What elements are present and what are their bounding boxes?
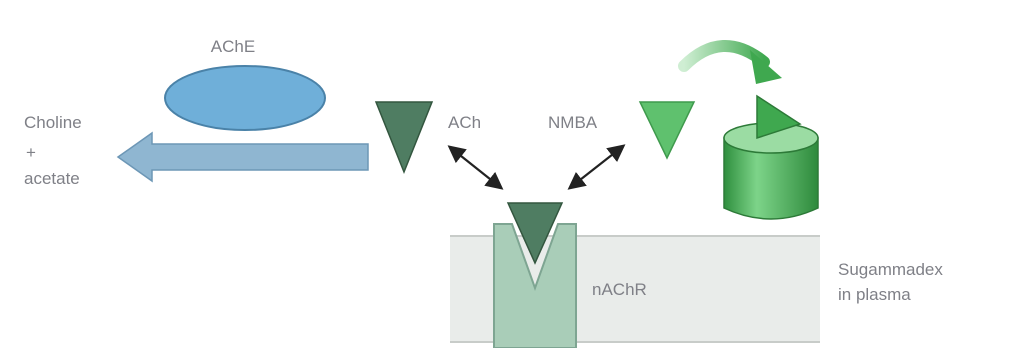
- nachr-receptor: [493, 223, 577, 348]
- nmba-molecule: [638, 101, 696, 160]
- sugammadex-label-line2: in plasma: [838, 285, 911, 304]
- ach-molecule: [374, 101, 434, 175]
- ach-label: ACh: [448, 113, 481, 132]
- ach-binding-arrow: [447, 145, 504, 190]
- acetate-label: acetate: [24, 169, 80, 188]
- bound-ach-molecule: [506, 202, 564, 265]
- nmba-label: NMBA: [548, 113, 598, 132]
- encapsulated-nmba: [756, 94, 802, 140]
- products-label: Choline + acetate: [24, 113, 82, 188]
- ache-label: AChE: [211, 37, 255, 56]
- ache-enzyme: [164, 65, 326, 131]
- nachr-label: nAChR: [592, 280, 647, 299]
- nmba-binding-arrow: [567, 144, 626, 190]
- hydrolysis-arrow: [116, 131, 369, 183]
- choline-label: Choline: [24, 113, 82, 132]
- plus-label: +: [26, 143, 36, 162]
- sugammadex-molecule: [723, 94, 819, 220]
- sugammadex-label-line1: Sugammadex: [838, 260, 943, 279]
- encapsulation-arrow: [678, 40, 782, 84]
